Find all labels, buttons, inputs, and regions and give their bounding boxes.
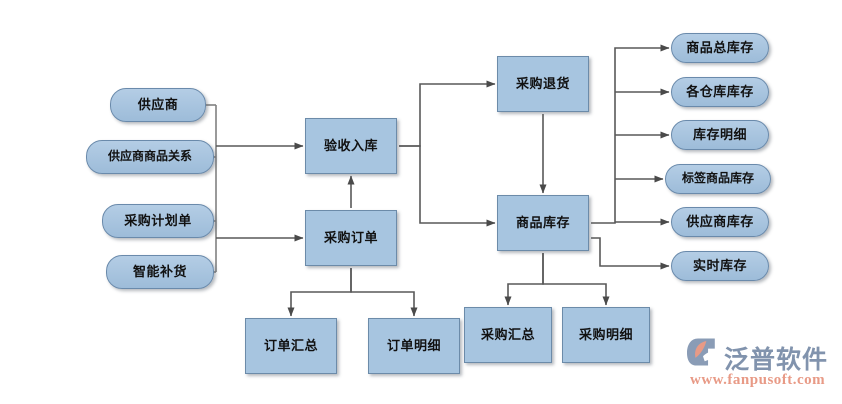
node-smart-replenish[interactable]: 智能补货 [106,255,214,289]
node-label: 采购汇总 [480,326,535,342]
node-label: 供应商 [137,96,179,112]
node-label: 实时库存 [692,257,747,273]
node-supplier-goods-rel[interactable]: 供应商商品关系 [86,140,214,174]
node-purchase-plan[interactable]: 采购计划单 [102,204,214,238]
node-label: 供应商商品关系 [107,149,192,164]
edge-inventory-to-purchase-summary [504,253,544,306]
edge-order-to-order-summary [287,268,352,317]
edge-inbound-to-inventory [399,145,496,227]
node-label: 订单汇总 [263,337,318,353]
node-order-detail[interactable]: 订单明细 [368,318,460,374]
node-purchase-return[interactable]: 采购退货 [497,56,589,112]
node-total-inventory[interactable]: 商品总库存 [671,33,769,63]
node-label: 订单明细 [386,337,441,353]
node-purchase-detail[interactable]: 采购明细 [562,307,650,363]
node-label: 标签商品库存 [681,171,754,186]
node-realtime-inventory[interactable]: 实时库存 [671,251,769,281]
node-label: 商品库存 [515,214,570,230]
edge-inbound-to-return [399,80,496,147]
node-receipt-inbound[interactable]: 验收入库 [305,118,397,174]
node-label: 验收入库 [323,137,378,153]
node-label: 采购退货 [515,75,570,91]
edge-order-to-order-detail [350,268,418,317]
node-label: 供应商库存 [686,213,754,229]
node-label: 采购明细 [578,326,633,342]
node-label: 商品总库存 [686,39,754,55]
node-purchase-order[interactable]: 采购订单 [305,210,397,266]
node-purchase-summary[interactable]: 采购汇总 [464,307,552,363]
node-label: 智能补货 [132,263,187,279]
node-label: 库存明细 [692,126,747,142]
node-label: 采购订单 [323,229,378,245]
edge-inventory-to-purchase-detail [542,253,610,306]
edge-inventory-to-realtime [591,237,670,270]
node-warehouse-inventory[interactable]: 各仓库库存 [671,77,769,107]
node-order-summary[interactable]: 订单汇总 [245,318,337,374]
node-label: 各仓库库存 [686,83,754,99]
node-tag-goods-inventory[interactable]: 标签商品库存 [665,164,771,194]
node-supplier[interactable]: 供应商 [110,88,206,122]
node-label: 采购计划单 [124,212,192,228]
node-supplier-inventory[interactable]: 供应商库存 [671,207,769,237]
node-inventory-detail[interactable]: 库存明细 [671,120,769,150]
node-goods-inventory[interactable]: 商品库存 [497,195,589,251]
